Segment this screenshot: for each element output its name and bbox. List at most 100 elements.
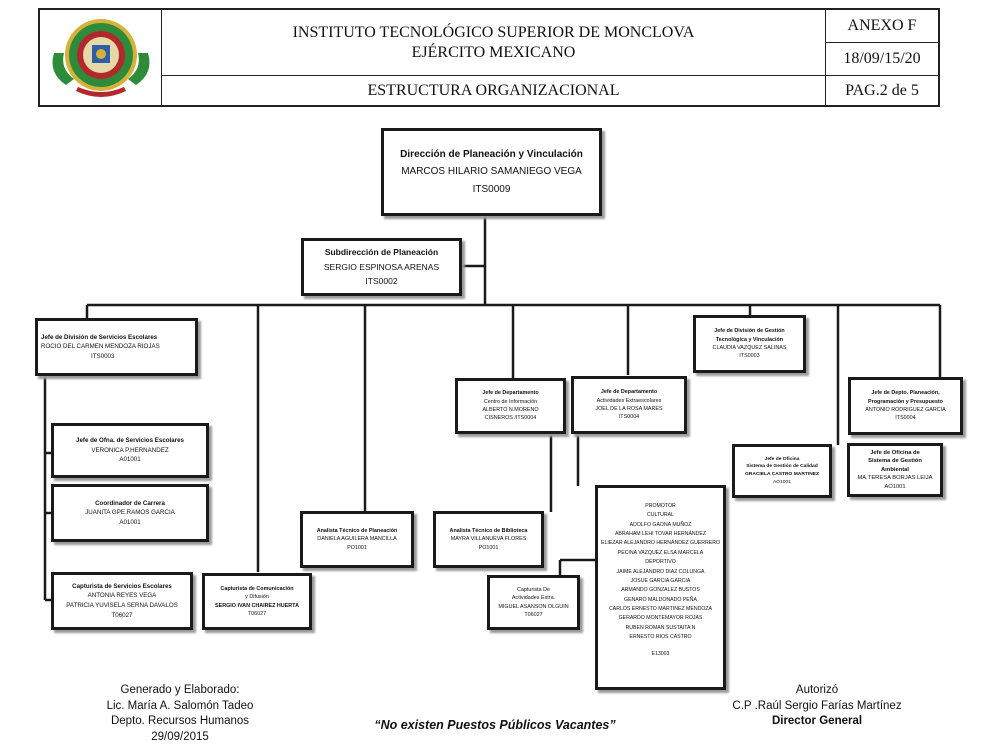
- footer-generated: Generado y Elaborado: Lic. María A. Salo…: [80, 683, 280, 745]
- generated-dept: Depto. Recursos Humanos: [80, 714, 280, 730]
- promotor-line: GENARO MALDONADO PEÑA: [624, 596, 697, 605]
- box-title: Jefe de Depto. Planeación,: [871, 389, 939, 397]
- box-person: SERGIO ESPINOSA ARENAS: [324, 260, 439, 274]
- box-person: MAYRA VILLANUEVA FLORES: [451, 535, 527, 543]
- org-box-subdireccion: Subdirección de Planeación SERGIO ESPINO…: [301, 238, 462, 296]
- box-title-3: Ambiental: [881, 466, 909, 474]
- org-box-coordinador: Coordinador de Carrera JUANITA GPE.RAMOS…: [51, 484, 209, 542]
- org-box-jefe-depto-planeacion: Jefe de Depto. Planeación, Programación …: [848, 377, 963, 435]
- org-box-direccion: Dirección de Planeación y Vinculación MA…: [381, 128, 602, 216]
- box-title: Jefe de División de Gestión: [714, 327, 784, 335]
- org-box-capturista-actividades: Capturista De Actividades Extra. MIGUEL …: [487, 575, 580, 630]
- promotor-line: PROMOTOR: [645, 502, 675, 511]
- org-box-capturista-comunicacion: Capturista de Comunicación y Difusión SE…: [202, 573, 312, 630]
- org-box-jefe-actividades: Jefe de Departamento Actividades Extraes…: [571, 376, 687, 434]
- box-title-2: Sistema de Gestión: [868, 457, 922, 465]
- generated-date: 29/09/2015: [80, 730, 280, 745]
- box-title-2: Centro de Información: [484, 398, 537, 406]
- box-title: Analista Técnico de Planeación: [317, 527, 398, 535]
- box-title: Subdirección de Planeación: [325, 245, 438, 259]
- promotor-line: PECINA VAZQUEZ ELSA MARCELA: [618, 549, 704, 558]
- promotor-line: CARLOS ERNESTO MARTINEZ MENDOZA: [609, 605, 712, 614]
- box-title: Jefe de Departamento: [482, 389, 538, 397]
- box-title-2: Actividades Extra.: [512, 594, 555, 602]
- box-title-2: Programación y Presupuesto: [868, 398, 943, 406]
- authorized-label: Autorizó: [712, 683, 922, 699]
- box-title: Jefe de Oficina de: [870, 449, 920, 457]
- box-code: PO1001: [479, 544, 499, 552]
- promotor-line: JAIME ALEJANDRO DIAZ COLUNGA: [617, 568, 705, 577]
- promotor-line: GERARDO MONTEMAYOR ROJAS: [619, 614, 703, 623]
- box-code: ITS0003: [739, 352, 759, 360]
- box-person: MIGUEL ASANSON OLGUIN: [498, 603, 568, 611]
- org-box-promotor: PROMOTOR CULTURAL ADOLFO GAONA MUÑOZ ABR…: [595, 485, 726, 690]
- box-code: T06027: [524, 611, 542, 619]
- box-code: T06027: [112, 611, 133, 621]
- org-box-analista-biblioteca: Analista Técnico de Biblioteca MAYRA VIL…: [433, 511, 544, 568]
- box-person: CLAUDIA VAZQUEZ SALINAS: [713, 344, 787, 352]
- box-person: SERGIO IVAN CHAIREZ HUERTA: [215, 602, 299, 610]
- box-code: AO1001: [884, 483, 905, 491]
- box-title: Jefe de Oficina: [765, 456, 800, 464]
- box-person: JOEL DE LA ROSA MARES: [595, 405, 662, 413]
- box-person: DANIELA AGUILERA MANCILLA: [317, 535, 396, 543]
- box-title-2: Sistema de Gestión de Calidad: [746, 463, 817, 471]
- box-person-2: CISNEROS /ITS0004: [485, 414, 537, 422]
- box-code: ITS0002: [365, 274, 397, 288]
- promotor-line: ERNESTO RIOS CASTRO: [629, 633, 691, 642]
- generated-label: Generado y Elaborado:: [80, 683, 280, 699]
- footer-authorized: Autorizó C.P .Raúl Sergio Farías Martíne…: [712, 683, 922, 730]
- box-code: ITS0003: [41, 352, 114, 362]
- promotor-line: ADOLFO GAONA MUÑOZ: [630, 521, 692, 530]
- org-box-analista-planeacion: Analista Técnico de Planeación DANIELA A…: [300, 511, 414, 568]
- vacancy-note: “No existen Puestos Públicos Vacantes”: [340, 718, 650, 732]
- promotor-line: JOSUE GARCIA GARCIA: [631, 577, 691, 586]
- promotor-line: ARMANDO GONZALEZ BUSTOS: [621, 586, 700, 595]
- box-person: JUANITA GPE.RAMOS GARCIA: [85, 508, 175, 518]
- box-title: Coordinador de Carrera: [95, 499, 165, 509]
- box-title: Capturista De: [517, 586, 550, 594]
- box-person: GRACIELA CASTRO MARTINEZ: [745, 471, 819, 479]
- org-box-jefe-ofna: Jefe de Ofna. de Servicios Escolares VER…: [51, 423, 209, 478]
- box-person: ROCIO DEL CARMEN MENDOZA RIOJAS: [41, 342, 160, 352]
- org-box-jefe-servicios-escolares: Jefe de División de Servicios Escolares …: [35, 318, 198, 376]
- box-title: Jefe de Departamento: [601, 388, 657, 396]
- box-person: ANTONIO RODRIGUEZ GARCIA: [865, 406, 945, 414]
- box-code: ITS0009: [473, 181, 511, 199]
- box-code: AO1001: [773, 479, 791, 487]
- box-code: ITS0004: [895, 414, 915, 422]
- box-title: Capturista de Servicios Escolares: [72, 582, 172, 592]
- authorized-name: C.P .Raúl Sergio Farías Martínez: [712, 699, 922, 715]
- promotor-line: RUBEN ROMAN SUSTAITA N: [626, 624, 696, 633]
- promotor-line: DEPORTIVO: [645, 558, 675, 567]
- org-box-jefe-oficina-calidad: Jefe de Oficina Sistema de Gestión de Ca…: [732, 444, 832, 498]
- box-title-2: Tecnológica y Vinculación: [716, 336, 783, 344]
- box-person: PATRICIA YUVISELA SERNA DAVALOS: [66, 601, 178, 611]
- box-person: VERONICA P.HERNANDEZ: [91, 446, 168, 456]
- org-box-capturista-servicios: Capturista de Servicios Escolares ANTONI…: [51, 572, 193, 630]
- org-box-jefe-gestion: Jefe de División de Gestión Tecnológica …: [693, 315, 806, 373]
- box-title: Dirección de Planeación y Vinculación: [400, 146, 583, 164]
- box-title: Jefe de Ofna. de Servicios Escolares: [76, 436, 184, 446]
- box-code: A01001: [119, 455, 140, 465]
- box-code: A01001: [119, 518, 140, 528]
- box-code: ITS0004: [619, 413, 639, 421]
- box-title: Capturista de Comunicación: [220, 585, 293, 593]
- box-title: Jefe de División de Servicios Escolares: [41, 333, 157, 343]
- box-title-2: Actividades Extraescolares: [597, 397, 662, 405]
- promotor-line: ELIEZAR ALEJANDRO HERNÁNDEZ GUERRERO: [601, 539, 720, 548]
- promotor-code: E13003: [652, 650, 670, 659]
- org-box-jefe-centro-informacion: Jefe de Departamento Centro de Informaci…: [455, 378, 566, 434]
- box-person: MA.TERESA BORJAS LEIJA: [857, 474, 932, 482]
- box-code: PO1001: [347, 544, 367, 552]
- box-person: ALBERTO N.MORENO: [482, 406, 538, 414]
- box-person: MARCOS HILARIO SAMANIEGO VEGA: [401, 163, 582, 181]
- box-code: T06027: [248, 610, 266, 618]
- box-title: Analista Técnico de Biblioteca: [450, 527, 528, 535]
- promotor-line: CULTURAL: [647, 511, 674, 520]
- box-person: ANTONIA REYES VEGA: [88, 591, 157, 601]
- authorized-role: Director General: [712, 714, 922, 730]
- generated-name: Lic. María A. Salomón Tadeo: [80, 699, 280, 715]
- box-title-2: y Difusión: [245, 593, 269, 601]
- org-box-jefe-oficina-ambiental: Jefe de Oficina de Sistema de Gestión Am…: [847, 443, 943, 497]
